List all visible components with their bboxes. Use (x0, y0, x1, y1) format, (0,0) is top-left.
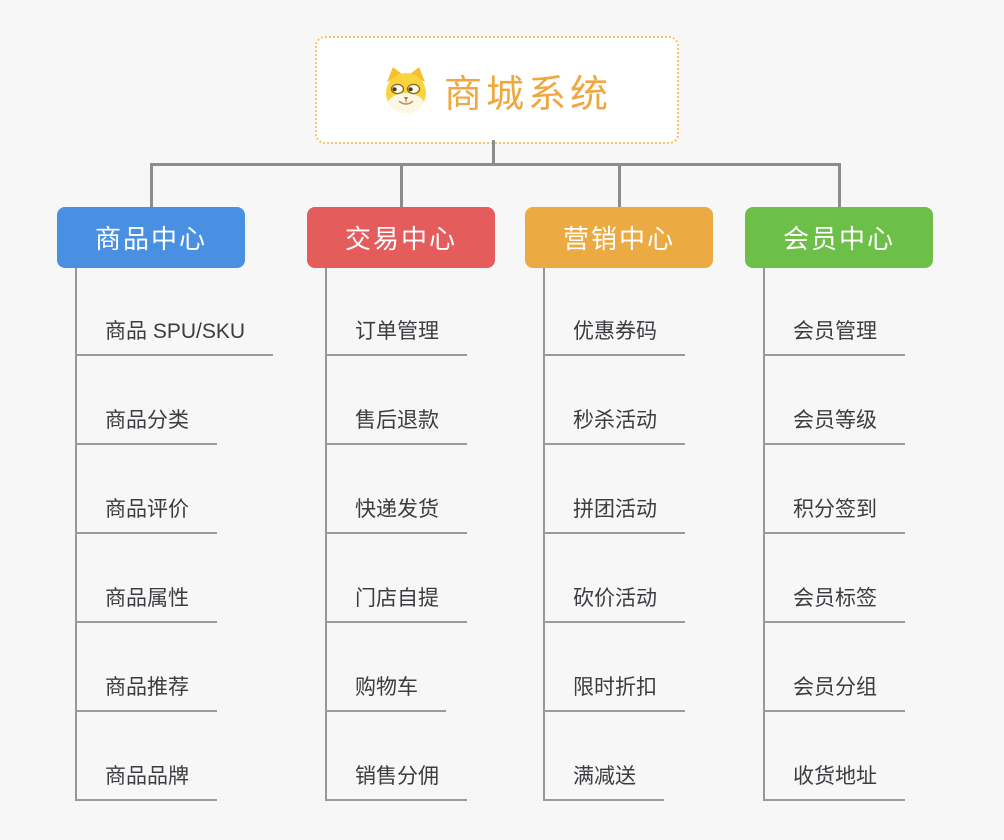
doge-icon (385, 67, 426, 113)
connector-branch-trunk (543, 268, 545, 801)
leaf-node[interactable]: 商品品牌 (75, 762, 217, 801)
leaf-node[interactable]: 商品 SPU/SKU (75, 317, 274, 356)
leaf-node[interactable]: 快递发货 (325, 495, 467, 534)
leaf-node[interactable]: 商品属性 (75, 584, 217, 623)
leaf-node[interactable]: 会员分组 (763, 673, 905, 712)
leaf-node[interactable]: 会员等级 (763, 406, 905, 445)
branch-node-2[interactable]: 交易中心 (307, 207, 495, 268)
root-topic-title: 商城系统 (443, 73, 612, 116)
leaf-node[interactable]: 秒杀活动 (543, 406, 685, 445)
branch-label: 营销中心 (562, 224, 675, 254)
leaf-node[interactable]: 商品推荐 (75, 673, 217, 712)
leaf-node[interactable]: 商品评价 (75, 495, 217, 534)
leaf-node[interactable]: 优惠券码 (543, 317, 685, 356)
leaf-node[interactable]: 商品分类 (75, 406, 217, 445)
connector-branch-trunk (325, 268, 327, 801)
connector-branch-trunk (763, 268, 765, 801)
branch-node-3[interactable]: 营销中心 (525, 207, 713, 268)
leaf-node[interactable]: 满减送 (543, 762, 664, 801)
leaf-node[interactable]: 售后退款 (325, 406, 467, 445)
leaf-node[interactable]: 积分签到 (763, 495, 905, 534)
connector-horizontal-bus (150, 163, 840, 166)
connector-root-stem (492, 140, 495, 166)
branch-node-4[interactable]: 会员中心 (745, 207, 933, 268)
branch-node-1[interactable]: 商品中心 (57, 207, 245, 268)
branch-label: 会员中心 (782, 224, 895, 254)
leaf-node[interactable]: 购物车 (325, 673, 446, 712)
leaf-node[interactable]: 会员标签 (763, 584, 905, 623)
connector-branch-drop (617, 163, 621, 207)
connector-branch-drop (399, 163, 403, 207)
leaf-node[interactable]: 砍价活动 (543, 584, 685, 623)
leaf-node[interactable]: 收货地址 (763, 762, 905, 801)
leaf-node[interactable]: 拼团活动 (543, 495, 685, 534)
branch-label: 商品中心 (94, 224, 207, 254)
connector-branch-trunk (75, 268, 77, 801)
leaf-node[interactable]: 会员管理 (763, 317, 905, 356)
connector-branch-drop (837, 163, 841, 207)
leaf-node[interactable]: 限时折扣 (543, 673, 685, 712)
leaf-node[interactable]: 订单管理 (325, 317, 467, 356)
leaf-node[interactable]: 销售分佣 (325, 762, 467, 801)
branch-label: 交易中心 (344, 224, 457, 254)
leaf-node[interactable]: 门店自提 (325, 584, 467, 623)
root-topic-node[interactable]: 商城系统 (315, 36, 679, 144)
connector-branch-drop (149, 163, 153, 207)
